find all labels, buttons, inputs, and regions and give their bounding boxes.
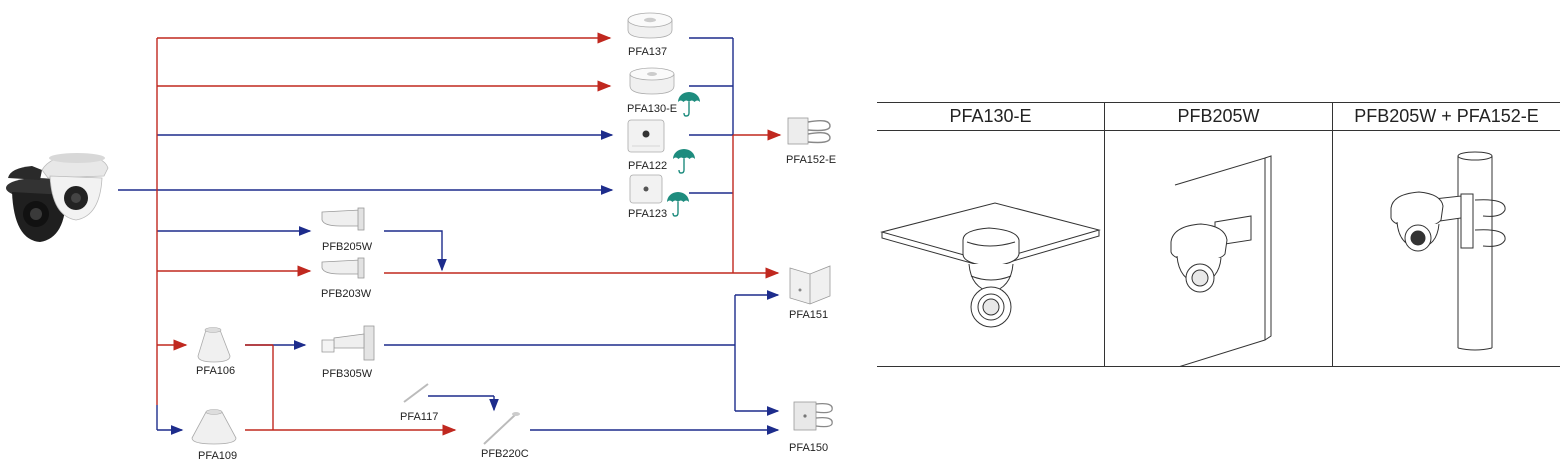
label-pfa106: PFA106 (196, 365, 235, 377)
pfa122-junction-box (627, 119, 665, 153)
column-pfa130e: PFA130-E (877, 102, 1104, 367)
pfa109-adapter (191, 409, 237, 445)
pfb305w-wall-mount (321, 325, 375, 361)
pfb205w-wall-bracket (321, 207, 365, 231)
umbrella-icon (677, 91, 701, 117)
ceiling-mount-illustration (880, 202, 1101, 328)
blue-connection-lines (118, 37, 780, 435)
label-pfa137: PFA137 (628, 46, 667, 58)
label-pfb203w: PFB203W (321, 288, 372, 300)
column-header: PFA130-E (949, 105, 1032, 126)
table-grid (877, 102, 1560, 367)
umbrella-icon (666, 191, 690, 217)
pfa137-junction-box (627, 12, 673, 39)
umbrella-icon (672, 148, 696, 174)
pfa152e-pole-mount (787, 117, 831, 145)
label-pfa117: PFA117 (400, 411, 438, 423)
label-pfa151: PFA151 (789, 309, 828, 321)
label-pfa122: PFA122 (628, 160, 667, 172)
label-pfb205w: PFB205W (322, 241, 373, 253)
column-pfb205w: PFB205W (1105, 102, 1332, 367)
wall-mount-illustration (1170, 155, 1272, 366)
dome-camera-pair (6, 153, 109, 242)
label-pfa150: PFA150 (789, 442, 828, 454)
pfa130e-junction-box (629, 67, 675, 95)
pole-mount-illustration (1390, 151, 1506, 351)
label-pfa109: PFA109 (198, 450, 237, 462)
mount-compatibility-diagram: PFA137 PFA130-E PFA122 PFA123 PFA152-E P… (6, 12, 836, 462)
pfb203w-wall-bracket (321, 257, 365, 279)
pfa117-pole (403, 383, 429, 403)
label-pfa123: PFA123 (628, 208, 667, 220)
label-pfa130e: PFA130-E (627, 103, 677, 115)
pfa106-adapter (197, 327, 231, 363)
column-header: PFB205W + PFA152-E (1354, 105, 1539, 126)
column-pfb205w-pfa152e: PFB205W + PFA152-E (1333, 102, 1560, 367)
label-pfb305w: PFB305W (322, 368, 373, 380)
pfb220c-ceiling-mount (483, 412, 520, 445)
column-header: PFB205W (1177, 105, 1260, 126)
label-pfb220c: PFB220C (481, 448, 529, 460)
installation-examples-table: PFA130-E PFB205W (877, 102, 1560, 367)
pfa150-pole-mount (793, 401, 833, 431)
label-pfa152e: PFA152-E (786, 154, 836, 166)
red-connection-lines (156, 32, 782, 436)
pfa151-corner-mount (789, 265, 831, 305)
pfa123-junction-box (629, 174, 663, 204)
